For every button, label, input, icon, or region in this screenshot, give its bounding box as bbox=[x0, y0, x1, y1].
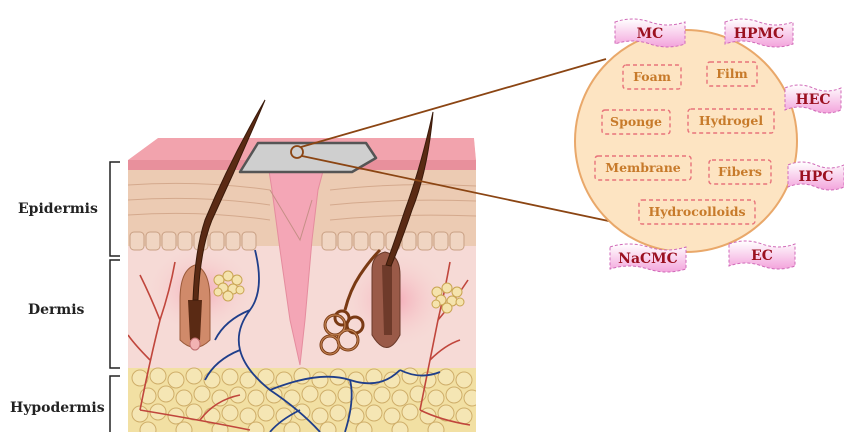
epidermis-bracket bbox=[110, 162, 120, 256]
cellulose-flag-label: HEC bbox=[795, 92, 830, 108]
cellulose-flag-hpc: HPC bbox=[788, 162, 844, 190]
hypodermis-label: Hypodermis bbox=[10, 400, 105, 416]
cellulose-flag-mc: MC bbox=[615, 19, 685, 47]
epidermis-label: Epidermis bbox=[18, 201, 98, 217]
cellulose-flag-ec: EC bbox=[729, 241, 795, 269]
dressing-form-label: Hydrocolloids bbox=[648, 204, 745, 219]
cellulose-flag-label: HPMC bbox=[734, 26, 784, 42]
cellulose-flag-label: HPC bbox=[799, 169, 834, 185]
dermis-label: Dermis bbox=[28, 302, 84, 318]
hair-follicle-right bbox=[372, 252, 400, 348]
cellulose-flag-label: MC bbox=[637, 26, 664, 42]
dressing-form-label: Hydrogel bbox=[699, 113, 763, 128]
dressing-form-label: Membrane bbox=[605, 160, 681, 175]
cellulose-flag-label: EC bbox=[751, 248, 773, 264]
dressing-form-label: Foam bbox=[633, 69, 671, 84]
dermis-bracket bbox=[110, 260, 120, 368]
dressing-form-label: Sponge bbox=[610, 114, 662, 129]
cellulose-flag-hec: HEC bbox=[785, 85, 841, 113]
skin-cross-section bbox=[120, 130, 480, 432]
dressing-form-label: Film bbox=[716, 66, 748, 81]
layer-brackets bbox=[110, 162, 120, 432]
cellulose-flag-label: NaCMC bbox=[618, 251, 678, 267]
hypodermis-bracket bbox=[110, 376, 120, 432]
dressing-form-label: Fibers bbox=[718, 164, 762, 179]
